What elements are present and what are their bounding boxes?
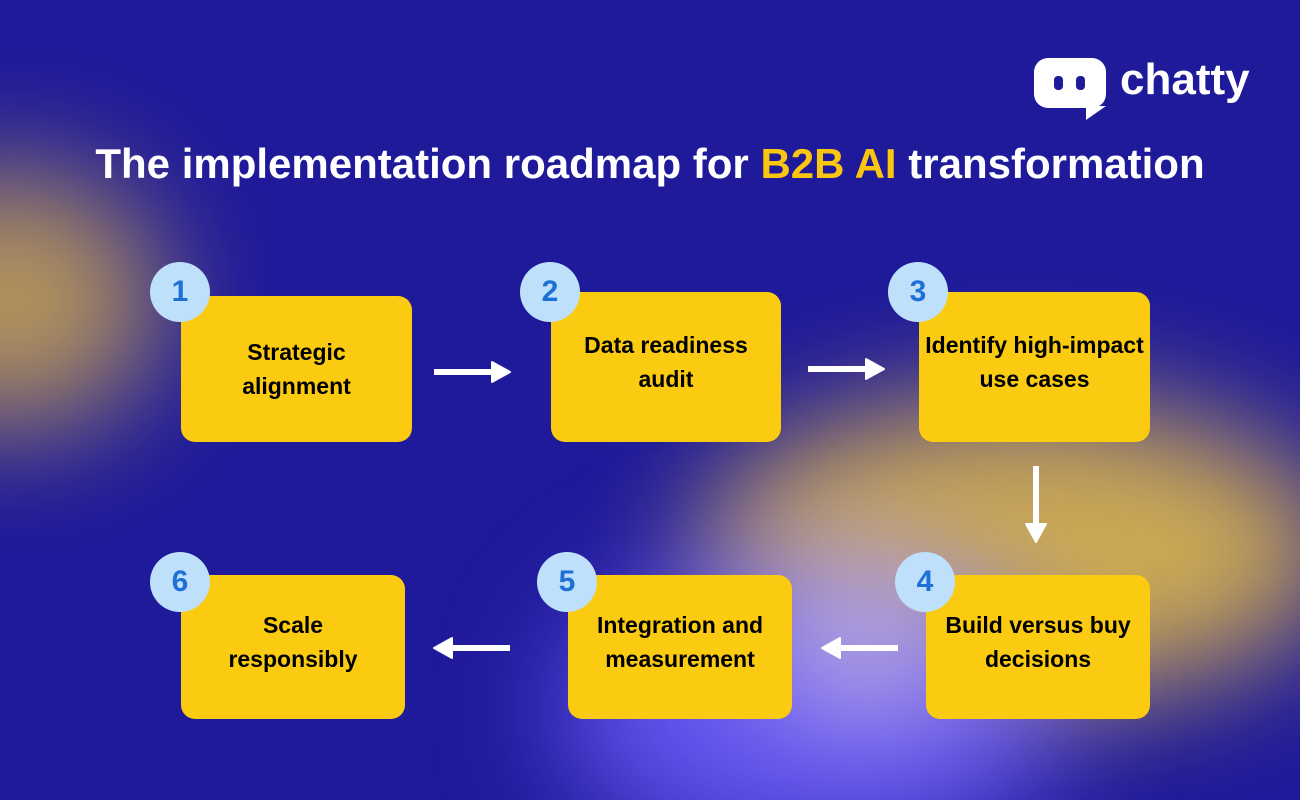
arrow-left-icon: [433, 637, 510, 659]
arrow-down-icon: [1025, 466, 1047, 543]
title-highlight: B2B AI: [760, 140, 897, 187]
page-title: The implementation roadmap for B2B AI tr…: [95, 140, 1205, 187]
chatty-logo: chatty: [1034, 55, 1250, 120]
step-1-box: Strategic alignment: [181, 296, 412, 442]
step-5-badge: 5: [537, 552, 597, 612]
step-1-badge: 1: [150, 262, 210, 322]
step-2-box: Data readiness audit: [551, 292, 781, 442]
arrow-left-icon: [821, 637, 898, 659]
step-3-box: Identify high-impact use cases: [919, 292, 1150, 442]
arrow-right-icon: [808, 358, 885, 380]
arrow-right-icon: [434, 361, 511, 383]
step-6-box: Scale responsibly: [181, 575, 405, 719]
step-3-badge: 3: [888, 262, 948, 322]
brand-name: chatty: [1120, 55, 1250, 104]
step-4-box: Build versus buy decisions: [926, 575, 1150, 719]
step-4-badge: 4: [895, 552, 955, 612]
step-6-badge: 6: [150, 552, 210, 612]
chat-bubble-icon: [1034, 58, 1106, 120]
step-2-badge: 2: [520, 262, 580, 322]
step-5-box: Integration and measurement: [568, 575, 792, 719]
